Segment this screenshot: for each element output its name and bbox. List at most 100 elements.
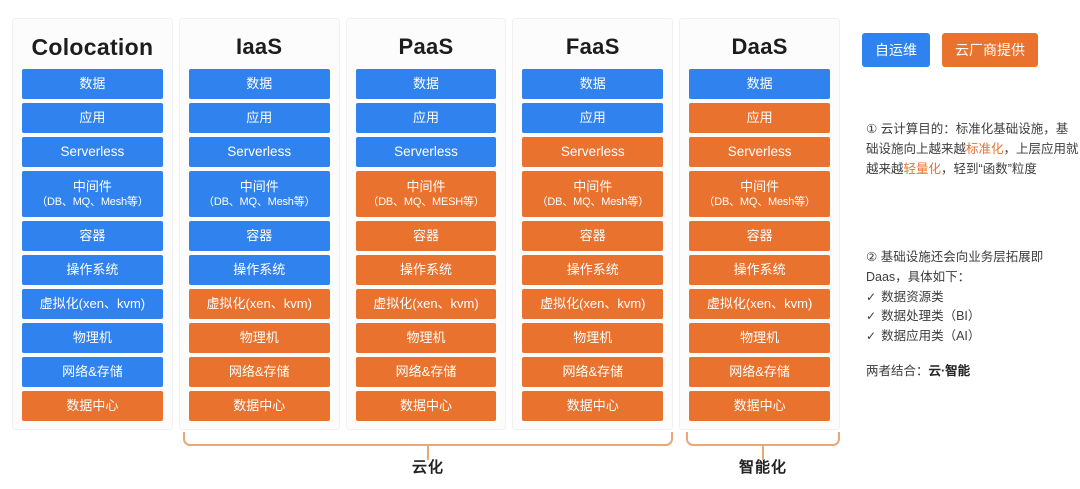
stack-layer: 虚拟化(xen、kvm)	[522, 289, 664, 320]
legend-chip-cloud-provided: 云厂商提供	[942, 33, 1038, 67]
stack-title-faas: FaaS	[565, 34, 620, 59]
stack-layer: 容器	[522, 221, 664, 252]
stack-layer: Serverless	[22, 136, 163, 167]
stack-layer: 物理机	[355, 323, 497, 354]
stack-card-iaas: IaaS 数据应用 Serverless 中间件（DB、MQ、Mesh等） 容器操作系统…	[178, 18, 340, 430]
stack-layer-label: 物理机	[72, 329, 112, 345]
bracket-label-intelligentization: 智能化	[738, 459, 787, 476]
note-1-part2: ，上层应用就越来越	[866, 141, 1079, 176]
stack-layer-label: 容器	[246, 227, 273, 243]
daas-category-label: 数据资源类	[881, 289, 944, 304]
stack-layer-label: 物理机	[406, 329, 446, 345]
legend: 自运维 云厂商提供	[862, 33, 1038, 67]
stack-layer: 虚拟化(xen、kvm)	[188, 289, 330, 320]
stack-layer: 应用	[689, 102, 830, 133]
stack-layer: 操作系统	[522, 255, 664, 286]
daas-category-list: ✓数据资源类✓数据处理类（BI）✓数据应用类（AI）	[866, 288, 1080, 347]
stack-layer: 中间件（DB、MQ、Mesh等）	[22, 170, 163, 218]
stack-layer-label: 应用	[79, 109, 106, 125]
stack-layer-label: Serverless	[727, 144, 792, 160]
daas-category-label: 数据应用类（AI）	[881, 329, 981, 343]
stack-layer-sublabel: （DB、MQ、Mesh等）	[203, 195, 316, 208]
stack-layer: Serverless	[689, 136, 830, 167]
stack-layer: 中间件（DB、MQ、Mesh等）	[188, 170, 330, 218]
stack-title-paas: PaaS	[398, 34, 454, 59]
stack-layer-label: 虚拟化(xen、kvm)	[540, 295, 646, 311]
stack-layer: 网络&存储	[188, 357, 330, 388]
note-1-highlight-lightweight: 轻量化	[903, 161, 942, 176]
stack-layer: 数据	[355, 69, 497, 99]
bracket-line-intelligentization	[686, 432, 840, 446]
stack-layer-label: 数据	[579, 75, 606, 91]
stack-layer: 应用	[188, 102, 330, 133]
stack-layer-label: 中间件	[573, 179, 613, 195]
stack-layer-sublabel: （DB、MQ、Mesh等）	[703, 195, 816, 208]
stack-layer: 数据	[522, 69, 664, 99]
stack-layer-label: 数据	[412, 75, 439, 91]
note-2-lead: 基础设施还会向业务层拓展即Daas，具体如下：	[866, 250, 1044, 284]
stack-layer: 应用	[522, 102, 664, 133]
stack-layer: 虚拟化(xen、kvm)	[355, 289, 497, 320]
note-1-part3: ，轻到“函数”粒度	[941, 161, 1037, 176]
stack-layer-label: 数据中心	[233, 397, 286, 413]
stack-layer: 网络&存储	[355, 357, 497, 388]
stack-layer: 数据	[689, 69, 830, 99]
stack-layer: 操作系统	[689, 255, 830, 286]
stack-layer-label: Serverless	[227, 144, 292, 160]
stack-layer: 网络&存储	[522, 357, 664, 388]
stack-layer: 数据	[22, 69, 163, 99]
stack-layer: 物理机	[689, 323, 830, 354]
stack-title-iaas: IaaS	[235, 34, 283, 59]
stack-layer-label: Serverless	[60, 144, 125, 160]
stack-layer-label: 容器	[79, 227, 106, 243]
stack-layer: 操作系统	[355, 255, 497, 286]
stack-layer-label: 网络&存储	[228, 363, 290, 379]
stack-layer: 物理机	[522, 323, 664, 354]
bracket-intelligentization: 智能化	[686, 432, 840, 477]
bracket-label-cloudification: 云化	[411, 459, 444, 476]
stack-layer-label: 物理机	[740, 329, 780, 345]
stack-layer-label: 数据中心	[566, 397, 619, 413]
side-panel: 自运维 云厂商提供 ① 云计算目的：标准化基础设施，基础设施向上越来越标准化，上…	[862, 0, 1080, 489]
stack-layer-label: Serverless	[394, 144, 458, 160]
stack-layer: 应用	[355, 102, 497, 133]
stack-layer: 数据中心	[522, 391, 664, 421]
note-2-marker: ②	[866, 250, 878, 264]
stack-layer-label: 网络&存储	[729, 363, 790, 379]
stack-layer: Serverless	[355, 136, 497, 167]
stack-layer: 物理机	[188, 323, 330, 354]
stack-layer-label: 操作系统	[66, 261, 119, 277]
stack-layer-label: 操作系统	[733, 261, 786, 277]
stack-layer: 网络&存储	[689, 357, 830, 388]
stack-layer-label: 应用	[412, 109, 439, 125]
note-daas-expansion: ② 基础设施还会向业务层拓展即Daas，具体如下： ✓数据资源类✓数据处理类（B…	[866, 248, 1080, 347]
stack-layer-label: Serverless	[560, 144, 625, 160]
note-3-strong: 云·智能	[928, 364, 971, 378]
stack-layer-label: 中间件	[72, 179, 112, 195]
bracket-line-cloudification	[183, 432, 673, 446]
stack-layer: 容器	[355, 221, 497, 252]
stack-title-daas: DaaS	[731, 34, 788, 59]
check-icon: ✓	[866, 329, 877, 343]
stack-layer-sublabel: （DB、MQ、Mesh等）	[36, 195, 149, 208]
stack-layer: 虚拟化(xen、kvm)	[22, 289, 163, 320]
note-1-marker: ①	[866, 122, 878, 136]
stack-layer-label: 中间件	[740, 179, 780, 195]
stack-layer-label: 容器	[579, 227, 606, 243]
note-1-part1: 云计算目的：标准化基础设施，基础设施向上越来越	[866, 122, 1069, 156]
daas-category-item: ✓ 数据应用类（AI）	[866, 327, 1080, 347]
stack-layer-label: 物理机	[239, 329, 279, 345]
stack-card-paas: PaaS 数据应用 Serverless 中间件（DB、MQ、MESH等）容器操作系统…	[345, 18, 507, 430]
stack-layer-label: 数据	[246, 75, 273, 91]
stack-rows: 数据应用 Serverless 中间件（DB、MQ、MESH等）容器操作系统虚拟化(…	[355, 69, 497, 421]
stack-layer: 中间件（DB、MQ、Mesh等）	[689, 170, 830, 218]
stack-layer-label: 虚拟化(xen、kvm)	[39, 295, 146, 311]
stack-layer-label: 网络&存储	[562, 363, 624, 379]
stack-layer: 虚拟化(xen、kvm)	[689, 289, 830, 320]
stack-layer: 操作系统	[22, 255, 163, 286]
stack-layer: 物理机	[22, 323, 163, 354]
stack-layer: 中间件（DB、MQ、MESH等）	[355, 170, 497, 218]
note-2-lead-line: ② 基础设施还会向业务层拓展即Daas，具体如下：	[866, 248, 1080, 288]
stack-layer: 操作系统	[188, 255, 330, 286]
